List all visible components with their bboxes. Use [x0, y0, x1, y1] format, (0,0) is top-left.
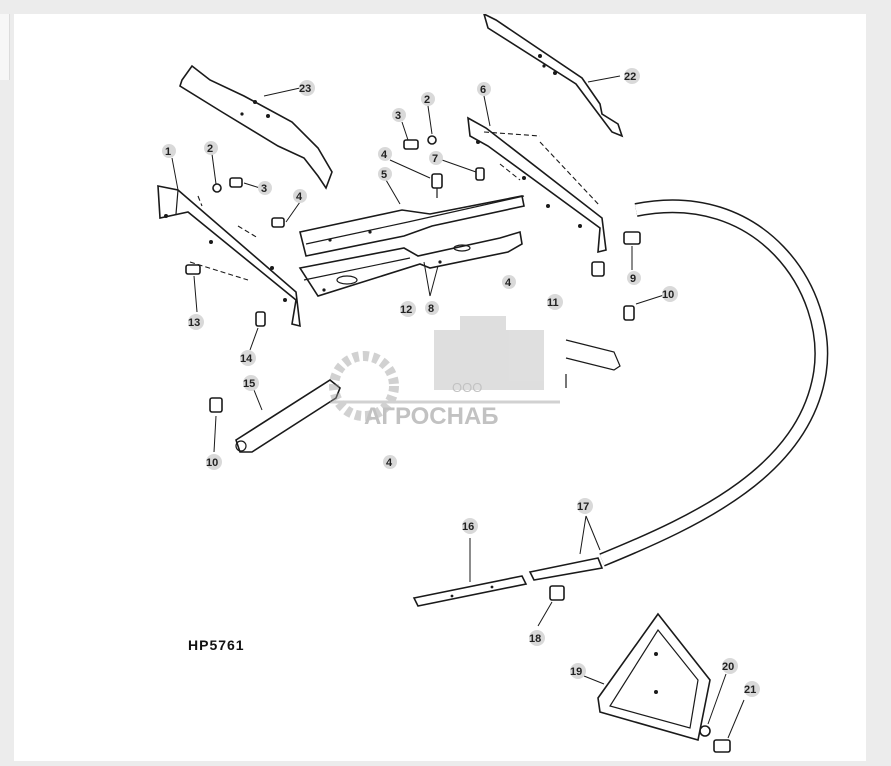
callout-4c: 4 [505, 277, 512, 289]
callout-17: 17 [577, 501, 589, 513]
callout-19: 19 [570, 666, 582, 678]
rail-6 [467, 116, 607, 254]
sidebar-tab[interactable] [0, 14, 10, 80]
parts-diagram: ООО АГРОСНАБ 1 2 2 3 [157, 12, 829, 753]
callout-14: 14 [240, 353, 253, 365]
callout-15: 15 [243, 378, 255, 390]
callout-8: 8 [428, 303, 434, 315]
callout-10b: 10 [206, 457, 218, 469]
callout-23: 23 [299, 83, 311, 95]
leader-lines [171, 75, 745, 739]
clip-11 [565, 339, 621, 388]
callout-21: 21 [744, 684, 756, 696]
hose-17-inner [599, 200, 827, 566]
rail-1 [157, 185, 301, 328]
channel-5 [299, 195, 525, 257]
callout-6: 6 [480, 84, 486, 96]
figure-code: HP5761 [188, 637, 245, 653]
diagram-page: ООО АГРОСНАБ 1 2 2 3 [14, 12, 866, 761]
watermark-prefix: ООО [452, 380, 482, 395]
watermark-name: АГРОСНАБ [364, 403, 499, 430]
callout-16: 16 [462, 521, 474, 533]
tube-17 [528, 557, 604, 581]
bracket-23 [179, 64, 333, 190]
callout-9: 9 [630, 273, 636, 285]
callout-18: 18 [529, 633, 541, 645]
callout-11: 11 [547, 297, 559, 309]
callout-12: 12 [400, 304, 412, 316]
callout-10: 10 [662, 289, 674, 301]
rod-16 [412, 575, 528, 607]
callout-7: 7 [432, 153, 438, 165]
callout-13: 13 [188, 317, 200, 329]
callout-20: 20 [722, 661, 734, 673]
fasteners [185, 135, 731, 753]
callout-3: 3 [261, 183, 267, 195]
callout-4b: 4 [381, 149, 388, 161]
callout-5: 5 [381, 169, 387, 181]
callout-4d: 4 [386, 457, 393, 469]
callout-4: 4 [296, 191, 303, 203]
callouts: 1 2 2 3 3 4 4 4 4 5 6 7 8 9 10 10 11 12 … [162, 68, 760, 697]
towbar-15 [235, 379, 341, 453]
bracket-22 [482, 12, 624, 138]
callout-3b: 3 [395, 110, 401, 122]
callout-2: 2 [207, 143, 213, 155]
callout-2b: 2 [424, 94, 430, 106]
callout-1: 1 [165, 146, 171, 158]
callout-22: 22 [624, 71, 636, 83]
watermark-logo: ООО АГРОСНАБ [329, 316, 560, 430]
channel-8 [298, 230, 523, 297]
smv-sign-19 [597, 612, 711, 742]
